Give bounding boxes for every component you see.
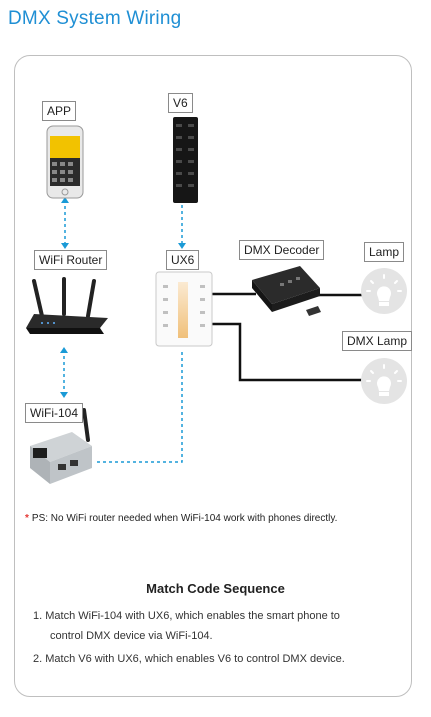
note-text: *PS: No WiFi router needed when WiFi-104… xyxy=(25,513,337,524)
arrow-down-icon xyxy=(60,392,68,398)
label-lamp: Lamp xyxy=(364,242,405,262)
wireless-links xyxy=(63,200,183,463)
label-dmx-lamp: DMX Lamp xyxy=(342,331,413,351)
wifi-router-icon xyxy=(26,277,108,334)
link-arrowheads xyxy=(60,197,186,398)
smartphone-icon xyxy=(46,125,84,199)
ux6-touch-panel-icon xyxy=(155,271,213,347)
arrow-down-icon xyxy=(178,243,186,249)
arrow-up-icon xyxy=(61,197,69,203)
lamp-bulb-icon xyxy=(361,268,407,314)
label-ux6: UX6 xyxy=(166,250,200,270)
label-wifi104: WiFi-104 xyxy=(25,403,84,423)
page-title: DMX System Wiring xyxy=(8,8,182,29)
wifi104-controller-icon xyxy=(30,408,92,484)
v6-remote-icon xyxy=(173,117,198,203)
sequence-step-2: 2. Match V6 with UX6, which enables V6 t… xyxy=(33,653,345,665)
cable-ux6-dmx-lamp xyxy=(212,322,364,382)
label-app: APP xyxy=(42,101,77,121)
dmx-lamp-bulb-icon xyxy=(361,358,407,404)
sequence-step-1: 1. Match WiFi-104 with UX6, which enable… xyxy=(33,610,340,622)
label-dmx-decoder: DMX Decoder xyxy=(239,240,325,260)
link-wifi104-ux6 xyxy=(97,350,183,463)
arrow-up-icon xyxy=(60,347,68,353)
note-body: PS: No WiFi router needed when WiFi-104 … xyxy=(31,513,338,524)
dmx-decoder-icon xyxy=(252,266,321,316)
dmx-cables xyxy=(212,292,364,382)
label-wifi-router: WiFi Router xyxy=(34,250,108,270)
note-asterisk: * xyxy=(25,513,29,524)
label-v6: V6 xyxy=(168,93,193,113)
sequence-title: Match Code Sequence xyxy=(146,581,285,596)
arrow-down-icon xyxy=(61,243,69,249)
sequence-step-1-continued: control DMX device via WiFi-104. xyxy=(50,630,213,642)
